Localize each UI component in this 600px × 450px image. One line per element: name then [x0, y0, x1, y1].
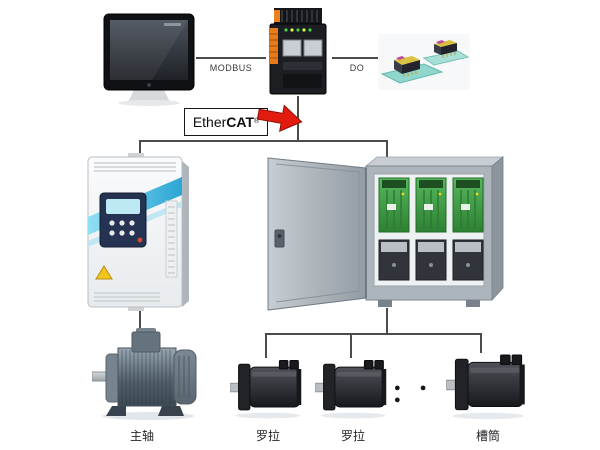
- hmi-panel: [103, 13, 195, 106]
- io-module-2: [434, 40, 457, 58]
- vfd-side-vents: [165, 200, 178, 278]
- line-ethercat-bus: [139, 140, 388, 142]
- cabinet-side: [491, 156, 504, 302]
- servo-shaft: [315, 382, 325, 393]
- caption-servo2: 罗拉: [340, 429, 365, 443]
- ethercat-text-regular: Ether: [192, 114, 227, 130]
- motor-body: [117, 347, 177, 407]
- motor-foot-rear: [158, 406, 184, 416]
- line-drop-cabinet: [386, 142, 388, 160]
- cabinet-top: [364, 156, 505, 167]
- warning-triangle-icon: [95, 265, 113, 280]
- line-drop-vfd: [139, 142, 141, 156]
- caption-spindle: 主轴: [129, 429, 154, 443]
- io-modules: [378, 34, 470, 90]
- motor-fan-cover: [173, 349, 197, 405]
- servo-connector-1: [278, 359, 289, 370]
- line-cabinet-down: [386, 308, 388, 334]
- vfd-bottom-vents: [94, 292, 160, 302]
- vfd-side: [182, 161, 189, 307]
- line-hmi-plc: [196, 57, 266, 59]
- hmi-logo-mark: [164, 23, 181, 26]
- servo-shaft: [230, 382, 240, 393]
- motor-foot-front: [106, 406, 126, 416]
- servo-motor-3: [446, 354, 525, 420]
- servo-connector-1: [363, 359, 374, 370]
- hmi-screen: [110, 20, 188, 80]
- line-plc-io: [332, 57, 380, 59]
- line-drop-servo1: [265, 335, 267, 358]
- drive-cabinet: [267, 156, 505, 311]
- motor-fins: [121, 350, 171, 404]
- motor-terminal-box: [131, 331, 161, 353]
- plc-port-2: [303, 39, 323, 57]
- green-drive-3: [452, 177, 484, 233]
- servo-motor-1: [230, 359, 302, 419]
- line-drop-servo2: [350, 335, 352, 358]
- plc-status-leds: [284, 28, 312, 32]
- hmi-stand: [128, 90, 170, 102]
- green-drive-1: [378, 177, 410, 233]
- ellipsis-dots: ● ● ●: [394, 382, 435, 406]
- servo-connector-2: [511, 354, 523, 366]
- do-label: DO: [349, 63, 365, 73]
- spindle-motor: [92, 328, 197, 420]
- dark-drive-1: [378, 239, 410, 281]
- servo-flange: [238, 363, 251, 411]
- servo-connector-2: [374, 359, 384, 370]
- line-vfd-motor: [139, 310, 141, 330]
- plc-port-1: [282, 39, 302, 57]
- ethercat-text-bold: CAT: [226, 114, 255, 130]
- servo-flange: [454, 358, 469, 411]
- plc-top-connector: [274, 8, 322, 24]
- io-module-1: [394, 56, 420, 77]
- dark-drive-2: [415, 239, 447, 281]
- servo-connector-2: [289, 359, 299, 370]
- servo-motor-2: [315, 359, 387, 419]
- line-servo-bus: [265, 333, 482, 335]
- red-arrow-icon: [256, 104, 303, 132]
- vfd-display: [106, 199, 140, 214]
- door-lock: [274, 229, 285, 248]
- plc-controller: [269, 8, 327, 95]
- hmi-home-button: [147, 83, 151, 87]
- vfd-keypad-panel: [99, 192, 147, 248]
- servo-flange: [323, 363, 336, 411]
- vfd-inverter: [87, 153, 189, 311]
- cabinet-door: [267, 157, 367, 311]
- green-drive-2: [415, 177, 447, 233]
- caption-servo3: 槽筒: [475, 429, 500, 443]
- caption-servo1: 罗拉: [255, 429, 280, 443]
- dark-drive-3: [452, 239, 484, 281]
- servo-connector-1: [500, 354, 511, 366]
- line-drop-servo3: [480, 335, 482, 353]
- vfd-top-vents: [94, 162, 176, 172]
- modbus-label: MODBUS: [209, 63, 253, 73]
